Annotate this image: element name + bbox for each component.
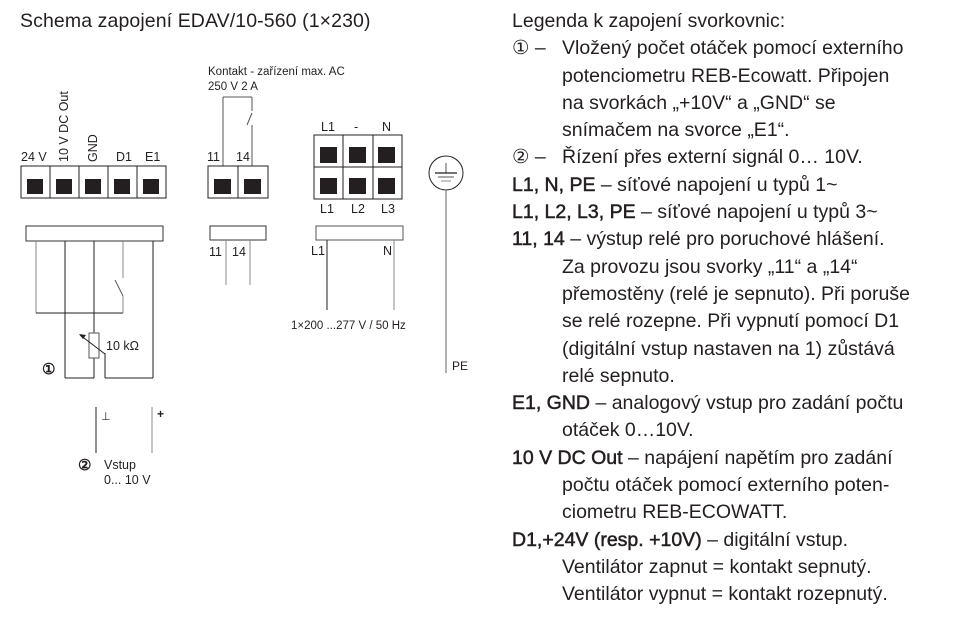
- relay-connector: [209, 225, 267, 285]
- legend-text-line: se relé rozepne. Při vypnutí pomocí D1: [562, 310, 900, 333]
- signal-input-wires: [95, 407, 153, 453]
- pe-label: PE: [452, 359, 468, 373]
- relay-label-14: 14: [236, 150, 250, 164]
- legend-text-line: Za provozu jsou svorky „11“ a „14“: [562, 255, 858, 278]
- legend-text: – síťové napojení u typů 1~: [595, 173, 838, 196]
- power-line-label-l1: L1: [311, 244, 325, 258]
- power-terminal-screws: [320, 147, 395, 194]
- legend-marker: ① –: [512, 37, 546, 60]
- variable-resistor-icon: [79, 332, 106, 359]
- plus-symbol: +: [157, 407, 164, 421]
- marker-2: ②: [78, 457, 91, 474]
- label-24v: 24 V: [21, 150, 47, 164]
- power-bottom-label-l3: L3: [381, 202, 395, 216]
- power-top-label-n: N: [382, 120, 391, 134]
- legend-text: – digitální vstup.: [701, 528, 849, 551]
- legend-text-line: na svorkách „+10V“ a „GND“ se: [562, 91, 836, 114]
- control-wiring: [25, 225, 164, 379]
- legend-text-line: počtu otáček pomocí externího poten-: [562, 474, 890, 497]
- legend-text-line: (digitální vstup nastaven na 1) zůstává: [562, 337, 895, 360]
- legend-key: 11, 14: [512, 228, 565, 251]
- power-top-label-dash: -: [354, 120, 358, 134]
- power-connector: [315, 225, 404, 310]
- legend-text: – výstup relé pro poruchové hlášení.: [564, 228, 885, 251]
- relay-title: Kontakt - zařízení max. AC: [208, 66, 345, 78]
- legend-text-line: ciometru REB-ECOWATT.: [562, 501, 788, 524]
- relay-connector-label-11: 11: [209, 245, 222, 259]
- relay-terminal-block: [207, 165, 269, 199]
- legend-text-line: relé sepnuto.: [562, 364, 675, 387]
- potentiometer-label: 10 kΩ: [106, 339, 139, 353]
- power-terminal-block: [313, 134, 403, 200]
- legend-text-line: snímačem na svorce „E1“.: [562, 119, 790, 142]
- legend-text-line: přemostěny (relé je sepnuto). Při poruše: [562, 282, 910, 305]
- power-bottom-label-l2: L2: [351, 202, 365, 216]
- wiring-diagram: 24 V 10 V DC Out GND D1 E1: [20, 66, 468, 487]
- legend-text-line: potenciometru REB-Ecowatt. Připojen: [562, 64, 890, 87]
- legend-heading: Legenda k zapojení svorkovnic:: [512, 10, 786, 32]
- legend-marker: ② –: [512, 146, 546, 169]
- legend-item: E1, GND – analogový vstup pro zadání poč…: [512, 390, 972, 417]
- label-10v-dc-out: 10 V DC Out: [57, 91, 71, 162]
- legend-text: – napájení napětím pro zadání: [622, 446, 893, 469]
- legend-item: D1,+24V (resp. +10V) – digitální vstup.: [512, 527, 972, 554]
- screw-14: [244, 179, 261, 194]
- legend-text-line: otáček 0…10V.: [562, 419, 694, 442]
- screw-d1: [114, 179, 130, 194]
- diagram-title: Schema zapojení EDAV/10-560 (1×230): [20, 10, 371, 32]
- legend-item: L1, N, PE – síťové napojení u typů 1~: [512, 172, 972, 199]
- input-range-label: 0... 10 V: [104, 473, 151, 487]
- earth-ground-icon: [428, 155, 464, 191]
- legend-item: ② – Řízení přes externí signál 0… 10V.: [512, 144, 972, 171]
- supply-label: 1×200 ...277 V / 50 Hz: [291, 320, 406, 332]
- input-label: Vstup: [104, 458, 136, 472]
- legend-text: – analogový vstup pro zadání počtu: [590, 392, 904, 415]
- control-terminal-labels: 24 V 10 V DC Out GND D1 E1: [21, 91, 160, 164]
- relay-rating: 250 V 2 A: [208, 81, 258, 93]
- ground-symbol: ⊥: [101, 411, 111, 423]
- legend-item: ① – Vložený počet otáček pomocí externího: [512, 35, 972, 62]
- screw-10v: [56, 179, 72, 194]
- label-e1: E1: [145, 150, 160, 164]
- legend-item: L1, L2, L3, PE – síťové napojení u typů …: [512, 199, 972, 226]
- legend-key: 10 V DC Out: [512, 446, 623, 470]
- power-line-label-n: N: [383, 244, 392, 258]
- legend-key: D1,+24V (resp. +10V): [512, 528, 702, 551]
- legend-text: – síťové napojení u typů 3~: [635, 201, 878, 224]
- screw-gnd: [85, 179, 101, 194]
- screw-e1: [143, 179, 159, 194]
- control-terminal-block: [20, 165, 167, 199]
- marker-1: ①: [42, 361, 55, 378]
- relay-label-11: 11: [207, 150, 220, 164]
- legend-item: 10 V DC Out – napájení napětím pro zadán…: [512, 445, 972, 472]
- legend-key: L1, N, PE: [512, 173, 596, 197]
- screw-24v: [27, 179, 43, 194]
- legend-text: Vložený počet otáček pomocí externího: [562, 37, 904, 60]
- power-bottom-label-l1: L1: [320, 202, 334, 216]
- legend-text: Řízení přes externí signál 0… 10V.: [562, 146, 863, 169]
- label-gnd: GND: [86, 134, 100, 162]
- legend-text-line: Ventilátor vypnut = kontakt rozepnutý.: [562, 583, 888, 606]
- legend-item: 11, 14 – výstup relé pro poruchové hláše…: [512, 226, 972, 253]
- legend-key: E1, GND: [512, 392, 591, 415]
- power-top-label-l1: L1: [321, 120, 335, 134]
- legend-key: L1, L2, L3, PE: [512, 201, 636, 224]
- control-terminal-screws: [27, 179, 159, 194]
- legend: Legenda k zapojení svorkovnic: ① – Vložen…: [512, 8, 972, 609]
- screw-11: [214, 179, 231, 194]
- relay-connector-label-14: 14: [232, 245, 246, 259]
- relay-switch-icon: [222, 96, 253, 166]
- label-d1: D1: [116, 150, 132, 164]
- legend-items: ① – Vložený počet otáček pomocí externího…: [512, 35, 972, 608]
- legend-text-line: Ventilátor zapnut = kontakt sepnutý.: [562, 555, 872, 578]
- switch-icon: [114, 279, 124, 297]
